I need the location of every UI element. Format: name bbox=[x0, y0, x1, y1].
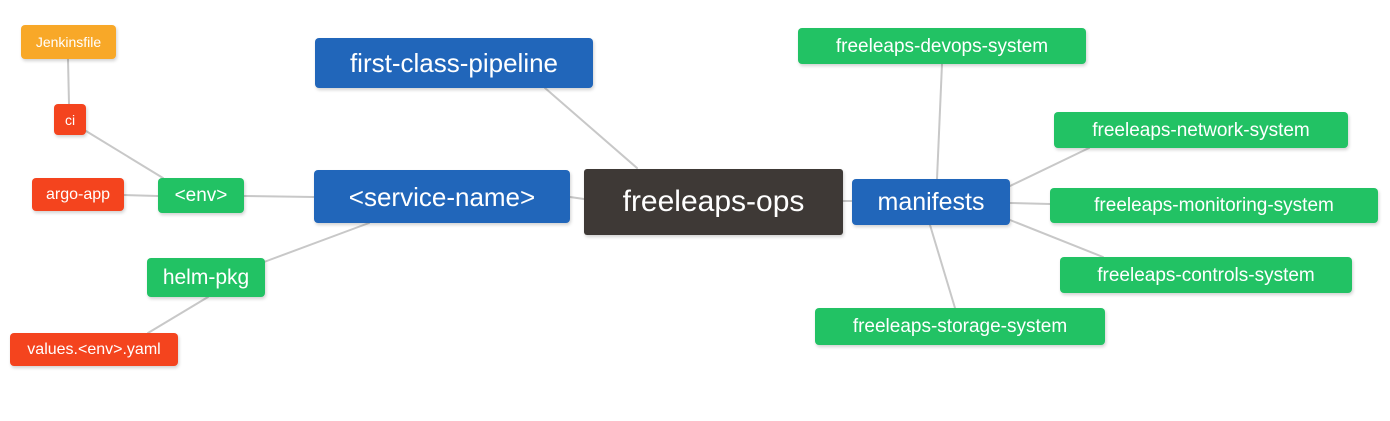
node-pipeline[interactable]: first-class-pipeline bbox=[315, 38, 593, 88]
edge-manifests-to-devops bbox=[936, 63, 943, 180]
node-jenkins[interactable]: Jenkinsfile bbox=[21, 25, 116, 59]
node-label: values.<env>.yaml bbox=[27, 340, 161, 358]
node-label: freeleaps-storage-system bbox=[852, 316, 1068, 337]
node-label: freeleaps-ops bbox=[622, 185, 805, 218]
node-label: <env> bbox=[174, 185, 228, 206]
edge-values-to-helm bbox=[147, 296, 209, 334]
edge-manifests-to-network bbox=[1009, 147, 1090, 187]
node-values[interactable]: values.<env>.yaml bbox=[10, 333, 178, 366]
node-devops[interactable]: freeleaps-devops-system bbox=[798, 28, 1086, 64]
edge-ci-to-env bbox=[85, 130, 164, 179]
node-label: helm-pkg bbox=[162, 266, 250, 289]
node-label: ci bbox=[64, 111, 76, 128]
node-controls[interactable]: freeleaps-controls-system bbox=[1060, 257, 1352, 293]
node-label: freeleaps-network-system bbox=[1092, 119, 1310, 141]
node-ci[interactable]: ci bbox=[54, 104, 86, 135]
edge-manifests-to-controls bbox=[1009, 219, 1104, 258]
node-label: freeleaps-controls-system bbox=[1097, 264, 1315, 286]
node-argo[interactable]: argo-app bbox=[32, 178, 124, 211]
node-storage[interactable]: freeleaps-storage-system bbox=[815, 308, 1105, 345]
node-label: argo-app bbox=[45, 185, 111, 203]
node-label: freeleaps-devops-system bbox=[835, 35, 1049, 57]
edge-helm-to-service bbox=[263, 222, 370, 263]
node-network[interactable]: freeleaps-network-system bbox=[1054, 112, 1348, 148]
node-helm[interactable]: helm-pkg bbox=[147, 258, 265, 297]
node-label: manifests bbox=[877, 187, 985, 216]
node-manifests[interactable]: manifests bbox=[852, 179, 1010, 225]
node-label: freeleaps-monitoring-system bbox=[1094, 195, 1334, 216]
node-label: <service-name> bbox=[348, 181, 536, 212]
node-service[interactable]: <service-name> bbox=[314, 170, 570, 223]
edge-service-to-root bbox=[569, 196, 585, 200]
node-env[interactable]: <env> bbox=[158, 178, 244, 213]
edge-env-to-service bbox=[243, 195, 315, 198]
node-label: Jenkinsfile bbox=[35, 34, 102, 50]
edge-argo-to-env bbox=[123, 194, 159, 197]
edge-manifests-to-storage bbox=[929, 224, 956, 309]
node-root[interactable]: freeleaps-ops bbox=[584, 169, 843, 235]
edge-pipeline-to-root bbox=[544, 87, 638, 169]
node-monitoring[interactable]: freeleaps-monitoring-system bbox=[1050, 188, 1378, 223]
edge-jenkins-to-ci bbox=[67, 58, 70, 105]
edge-manifests-to-monitoring bbox=[1009, 202, 1051, 205]
node-label: first-class-pipeline bbox=[349, 48, 559, 78]
